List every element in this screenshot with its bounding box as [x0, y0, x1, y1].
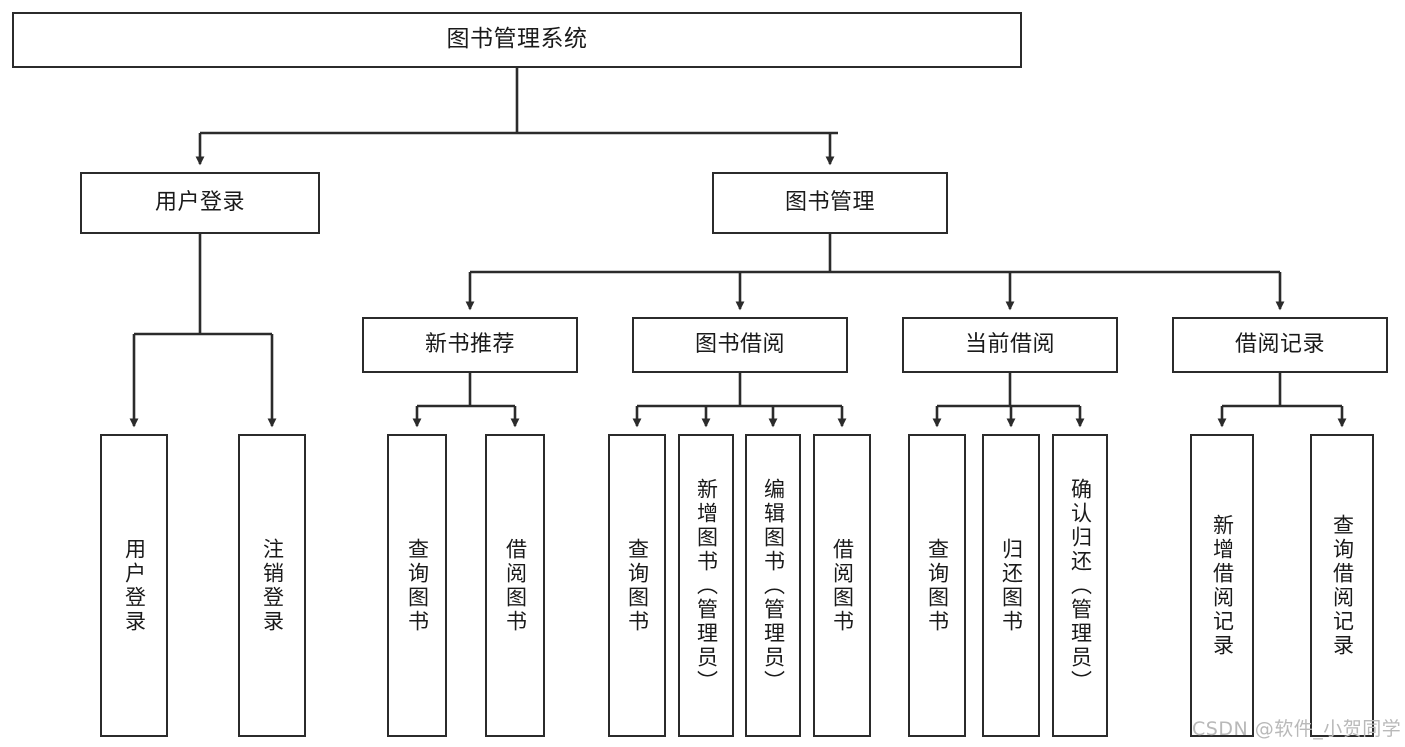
- leaf-edit-book-label: 编辑图书（管理员）: [761, 477, 786, 694]
- node-borrow-record[interactable]: 借阅记录: [1172, 317, 1388, 373]
- node-user-login-label: 用户登录: [154, 190, 245, 216]
- leaf-confirm-return-label: 确认归还（管理员）: [1068, 477, 1093, 694]
- leaf-query-record-label: 查询借阅记录: [1330, 513, 1355, 658]
- edge-borrowrecord-to-leaves: [1217, 373, 1347, 428]
- leaf-query-record[interactable]: 查询借阅记录: [1310, 434, 1374, 737]
- leaf-query-book-3[interactable]: 查询图书: [908, 434, 966, 737]
- node-current-borrow[interactable]: 当前借阅: [902, 317, 1118, 373]
- leaf-query-book-2-label: 查询图书: [625, 537, 650, 634]
- edge-bookmanage-to-level3: [465, 234, 1285, 311]
- watermark: CSDN @软件_小贺同学: [1192, 718, 1402, 740]
- leaf-return-book[interactable]: 归还图书: [982, 434, 1040, 737]
- leaf-query-book-3-label: 查询图书: [925, 537, 950, 634]
- node-root[interactable]: 图书管理系统: [12, 12, 1022, 68]
- leaf-query-book-2[interactable]: 查询图书: [608, 434, 666, 737]
- leaf-return-book-label: 归还图书: [999, 537, 1024, 634]
- leaf-user-login[interactable]: 用户登录: [100, 434, 168, 737]
- node-book-borrow[interactable]: 图书借阅: [632, 317, 848, 373]
- node-borrow-record-label: 借阅记录: [1234, 332, 1325, 358]
- leaf-borrow-book-2-label: 借阅图书: [830, 537, 855, 634]
- node-new-book-rec-label: 新书推荐: [424, 332, 515, 358]
- edge-currentborrow-to-leaves: [932, 373, 1085, 428]
- leaf-user-login-label: 用户登录: [122, 537, 147, 634]
- edge-userlogin-to-leaves: [129, 234, 277, 428]
- node-root-label: 图书管理系统: [446, 26, 588, 53]
- leaf-confirm-return[interactable]: 确认归还（管理员）: [1052, 434, 1108, 737]
- edge-root-to-level2: [195, 68, 838, 166]
- node-book-manage[interactable]: 图书管理: [712, 172, 948, 234]
- leaf-add-record-label: 新增借阅记录: [1210, 513, 1235, 658]
- edge-bookborrow-to-leaves: [632, 373, 847, 428]
- leaf-query-book-1-label: 查询图书: [405, 537, 430, 634]
- leaf-borrow-book-2[interactable]: 借阅图书: [813, 434, 871, 737]
- leaf-logout[interactable]: 注销登录: [238, 434, 306, 737]
- leaf-edit-book[interactable]: 编辑图书（管理员）: [745, 434, 801, 737]
- node-book-manage-label: 图书管理: [784, 190, 875, 216]
- node-new-book-rec[interactable]: 新书推荐: [362, 317, 578, 373]
- leaf-add-book-label: 新增图书（管理员）: [694, 477, 719, 694]
- node-current-borrow-label: 当前借阅: [964, 332, 1055, 358]
- node-user-login[interactable]: 用户登录: [80, 172, 320, 234]
- leaf-query-book-1[interactable]: 查询图书: [387, 434, 447, 737]
- leaf-logout-label: 注销登录: [260, 537, 285, 634]
- leaf-borrow-book-1[interactable]: 借阅图书: [485, 434, 545, 737]
- leaf-add-record[interactable]: 新增借阅记录: [1190, 434, 1254, 737]
- leaf-add-book[interactable]: 新增图书（管理员）: [678, 434, 734, 737]
- leaf-borrow-book-1-label: 借阅图书: [503, 537, 528, 634]
- node-book-borrow-label: 图书借阅: [694, 332, 785, 358]
- edge-newbookrec-to-leaves: [412, 373, 520, 428]
